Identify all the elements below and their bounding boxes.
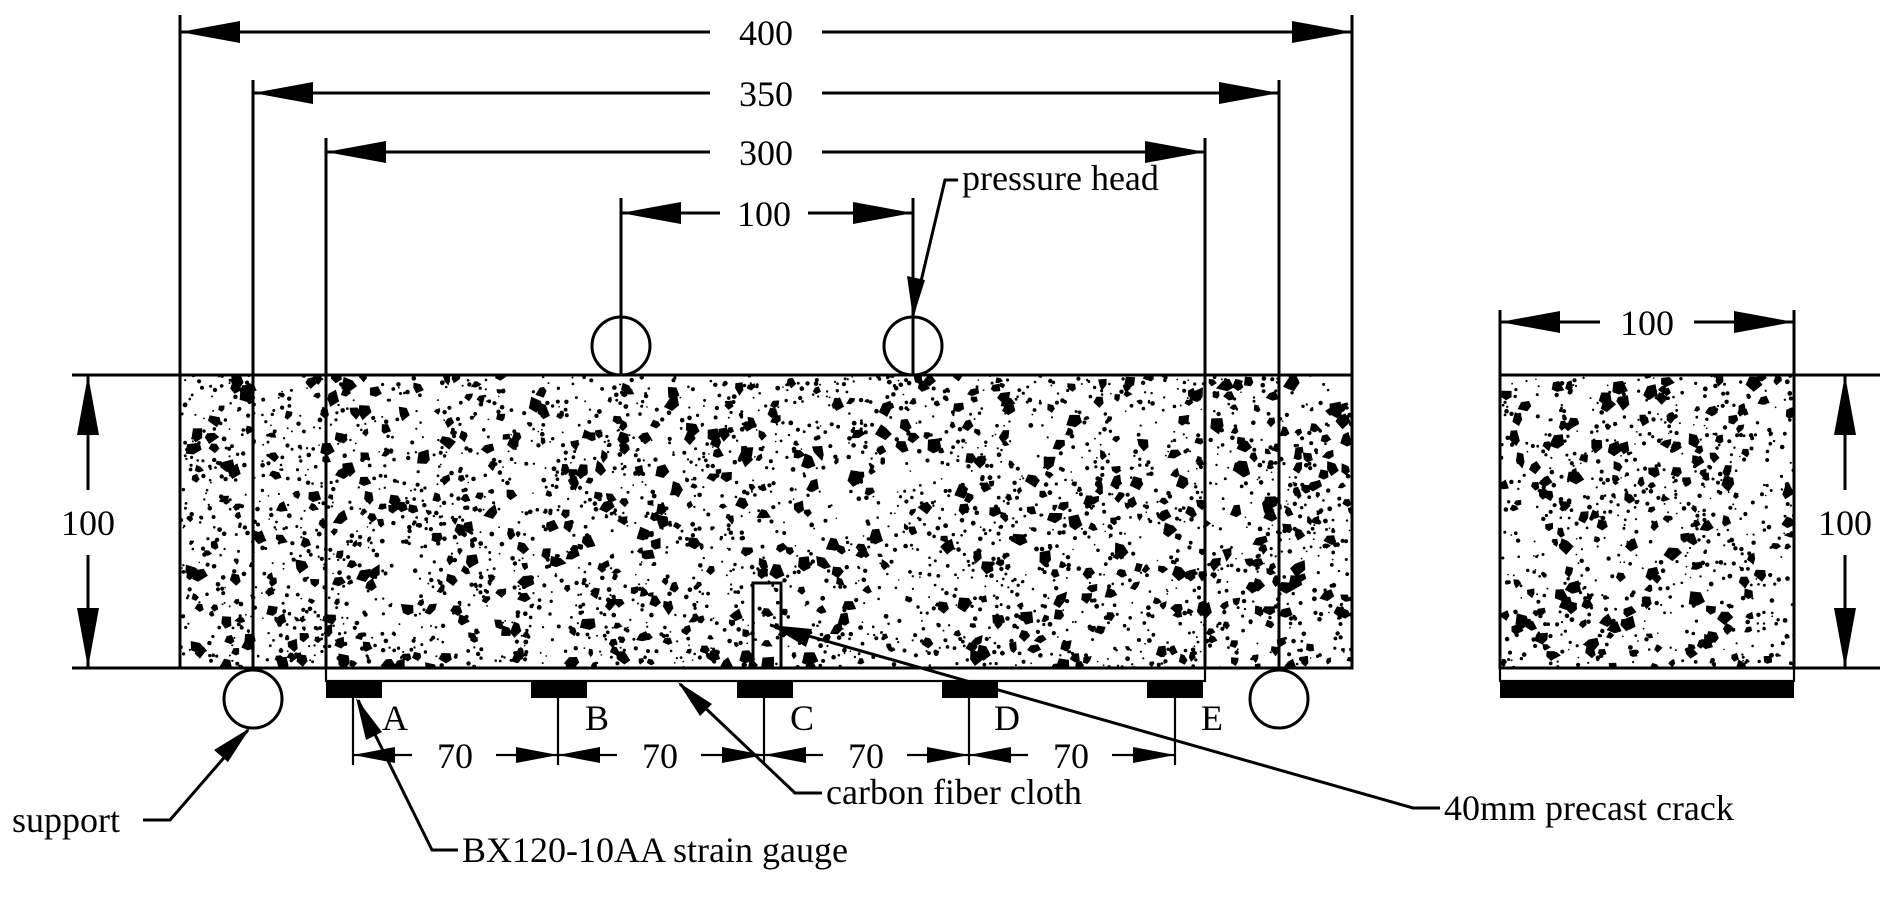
leader-carbon-fiber: [678, 682, 822, 795]
label-pressure-head: pressure head: [962, 158, 1159, 198]
gauge-spacing-ab: 70: [437, 736, 473, 776]
dimension-300: 300: [326, 133, 1205, 173]
leader-support: [143, 728, 250, 822]
dimension-beam-height: 100: [61, 373, 180, 670]
gauge-label-a: A: [382, 698, 408, 738]
dimension-load-span: 100: [621, 194, 913, 234]
gauge-label-b: B: [585, 698, 609, 738]
cross-section-gauge: [1500, 681, 1794, 698]
dimension-350: 350: [253, 74, 1279, 114]
label-strain-gauge: BX120-10AA strain gauge: [462, 830, 848, 870]
dimension-400-label: 400: [739, 13, 793, 53]
cross-section-cloth: [1498, 666, 1796, 683]
gauge-spacing-cd: 70: [848, 736, 884, 776]
gauge-spacing-bc: 70: [642, 736, 678, 776]
dimension-section-width: 100: [1498, 303, 1796, 375]
strain-gauge-e: [1147, 681, 1203, 698]
dimension-section-height-label: 100: [1818, 503, 1872, 543]
gauge-spacing-dimensions: 70 70 70 70: [351, 698, 1177, 776]
leader-strain-gauge: [356, 698, 458, 852]
concrete-texture: [180, 375, 1352, 668]
gauge-spacing-de: 70: [1053, 736, 1089, 776]
pressure-head-left: [590, 315, 652, 377]
dimension-beam-height-label: 100: [61, 503, 115, 543]
strain-gauge-b: [531, 681, 587, 698]
carbon-fiber-cloth: [324, 666, 1207, 683]
strain-gauge-a: [326, 681, 382, 698]
strain-gauge-c: [737, 681, 793, 698]
label-support: support: [12, 800, 120, 840]
gauge-label-e: E: [1201, 698, 1223, 738]
section-concrete-texture: [1500, 375, 1794, 668]
dimension-load-span-label: 100: [737, 194, 791, 234]
leader-pressure-head: [907, 178, 958, 318]
dimension-400: 400: [180, 13, 1352, 53]
label-precast-crack: 40mm precast crack: [1444, 788, 1734, 828]
support-left: [222, 668, 284, 730]
support-right: [1248, 668, 1310, 730]
gauge-label-d: D: [994, 698, 1020, 738]
dimension-350-label: 350: [739, 74, 793, 114]
gauge-label-c: C: [790, 698, 814, 738]
label-carbon-fiber: carbon fiber cloth: [826, 772, 1082, 812]
strain-gauge-d: [942, 681, 998, 698]
dimension-section-height: 100: [1794, 373, 1880, 670]
dimension-300-label: 300: [739, 133, 793, 173]
leader-precast-crack: [769, 623, 1440, 810]
dimension-section-width-label: 100: [1620, 303, 1674, 343]
